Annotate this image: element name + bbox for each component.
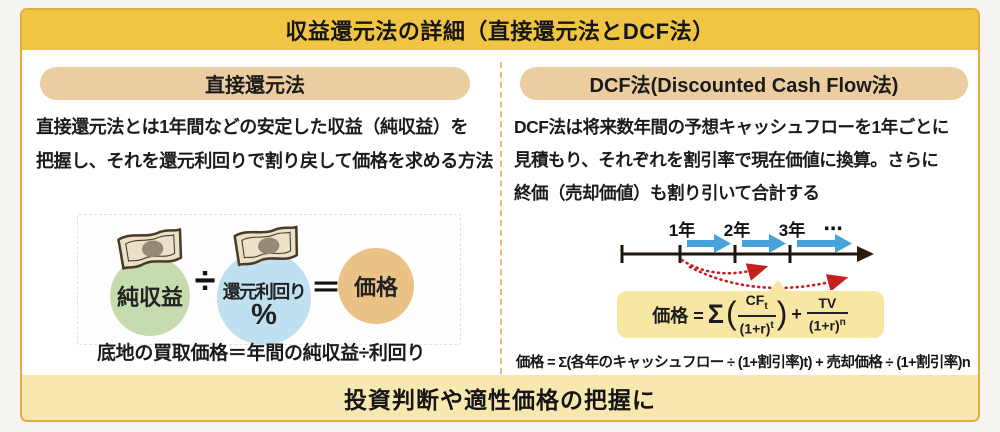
year-2-label: 2年 <box>724 220 750 240</box>
dcf-formula-box: 価格 = Σ ( CFt (1+r)t ) + TV (1+r)n <box>617 280 884 338</box>
description-line: 把握し、それを還元利回りで割り戻して価格を求める方法 <box>36 151 494 171</box>
discount-arrow-icon <box>680 258 849 290</box>
net-income-label: 純収益 <box>116 285 183 310</box>
price-label: 価格 <box>353 275 398 300</box>
infographic-panel: 収益還元法の詳細（直接還元法とDCF法） 直接還元法 直接還元法とは1年間などの… <box>20 8 980 422</box>
sigma-symbol: Σ <box>707 299 724 329</box>
description-line: 直接還元法とは1年間などの安定した収益（純収益）を <box>36 117 469 137</box>
percent-label: % <box>251 299 277 331</box>
equals-sign: ＝ <box>311 272 341 305</box>
cap-rate-label: 還元利回り <box>222 282 307 302</box>
cashflow-fraction: CFt (1+r)t <box>737 291 776 337</box>
dcf-formula-text: 価格 = Σ(各年のキャッシュフロー ÷ (1+割引率)t) + 売却価格 ÷ … <box>515 355 971 371</box>
year-1-label: 1年 <box>669 220 695 240</box>
description-line: 見積もり、それぞれを割引率で現在価値に換算。さらに <box>514 150 939 170</box>
price-circle: 価格 <box>338 248 414 324</box>
section-header-direct-capitalization: 直接還元法 <box>40 67 470 100</box>
ground-lease-price-formula: 底地の買取価格＝年間の純収益÷利回り <box>96 343 426 364</box>
section-header-label: DCF法(Discounted Cash Flow法) <box>589 75 899 97</box>
direct-method-description: 直接還元法とは1年間などの安定した収益（純収益）を 把握し、それを還元利回りで割… <box>36 110 494 178</box>
formula-lhs: 価格 = <box>652 305 704 326</box>
year-3-label: 3年 <box>779 220 805 240</box>
section-header-dcf: DCF法(Discounted Cash Flow法) <box>520 67 968 100</box>
footer-banner: 投資判断や適性価格の把握に <box>22 375 978 420</box>
footer-label: 投資判断や適性価格の把握に <box>344 386 656 413</box>
divide-sign: ÷ <box>194 260 216 302</box>
cap-rate-circle: 還元利回り % <box>217 251 311 345</box>
dcf-method-description: DCF法は将来数年間の予想キャッシュフローを1年ごとに 見積もり、それぞれを割引… <box>514 111 978 210</box>
ellipsis-label: ⋯ <box>824 219 843 240</box>
column-divider <box>500 62 502 374</box>
plus-sign: + <box>791 304 802 324</box>
dcf-timeline: 1年 2年 3年 ⋯ <box>620 219 874 290</box>
banknote-icon <box>114 222 189 280</box>
banknote-icon <box>230 220 304 277</box>
forward-arrow-icon <box>687 234 852 253</box>
page-title: 収益還元法の詳細（直接還元法とDCF法） <box>285 19 715 44</box>
section-header-label: 直接還元法 <box>205 75 305 97</box>
title-bar: 収益還元法の詳細（直接還元法とDCF法） <box>22 10 978 50</box>
description-line: 終価（売却価値）も割り引いて合計する <box>514 183 820 203</box>
close-paren: ) <box>776 294 788 331</box>
terminal-value-fraction: TV (1+r)n <box>806 294 848 334</box>
description-line: DCF法は将来数年間の予想キャッシュフローを1年ごとに <box>514 117 949 137</box>
timeline-axis <box>620 245 874 263</box>
open-paren: ( <box>725 294 737 331</box>
